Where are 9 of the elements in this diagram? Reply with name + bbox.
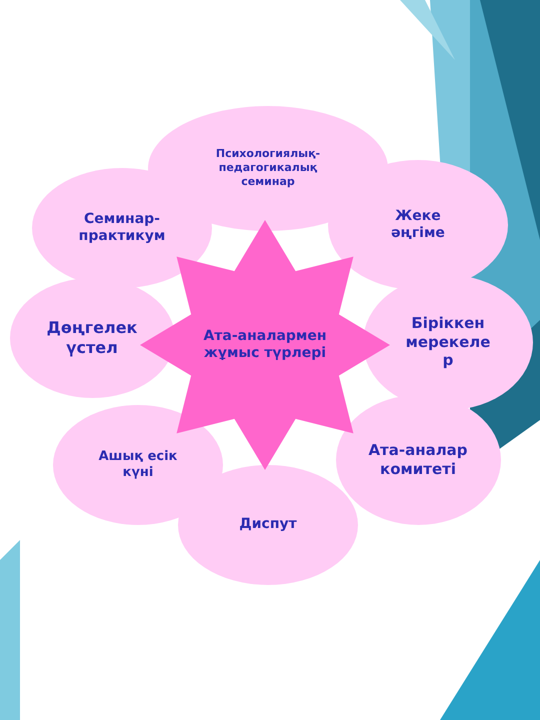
petal-label: Психологиялық-педагогикалық семинар	[214, 147, 322, 189]
petal-label: Диспут	[239, 516, 297, 534]
petal-label: Біріккен мерекеле р	[404, 314, 492, 370]
petal-label: Дөңгелек үстел	[46, 318, 138, 358]
center-label: Ата-аналармен жұмыс түрлері	[202, 328, 328, 362]
petal-label: Семинар-практикум	[78, 210, 166, 246]
petal-label: Жеке әңгіме	[390, 208, 446, 242]
petal-label: Ашық есік күні	[98, 448, 178, 482]
petal-label: Ата-аналар комитеті	[367, 441, 469, 479]
